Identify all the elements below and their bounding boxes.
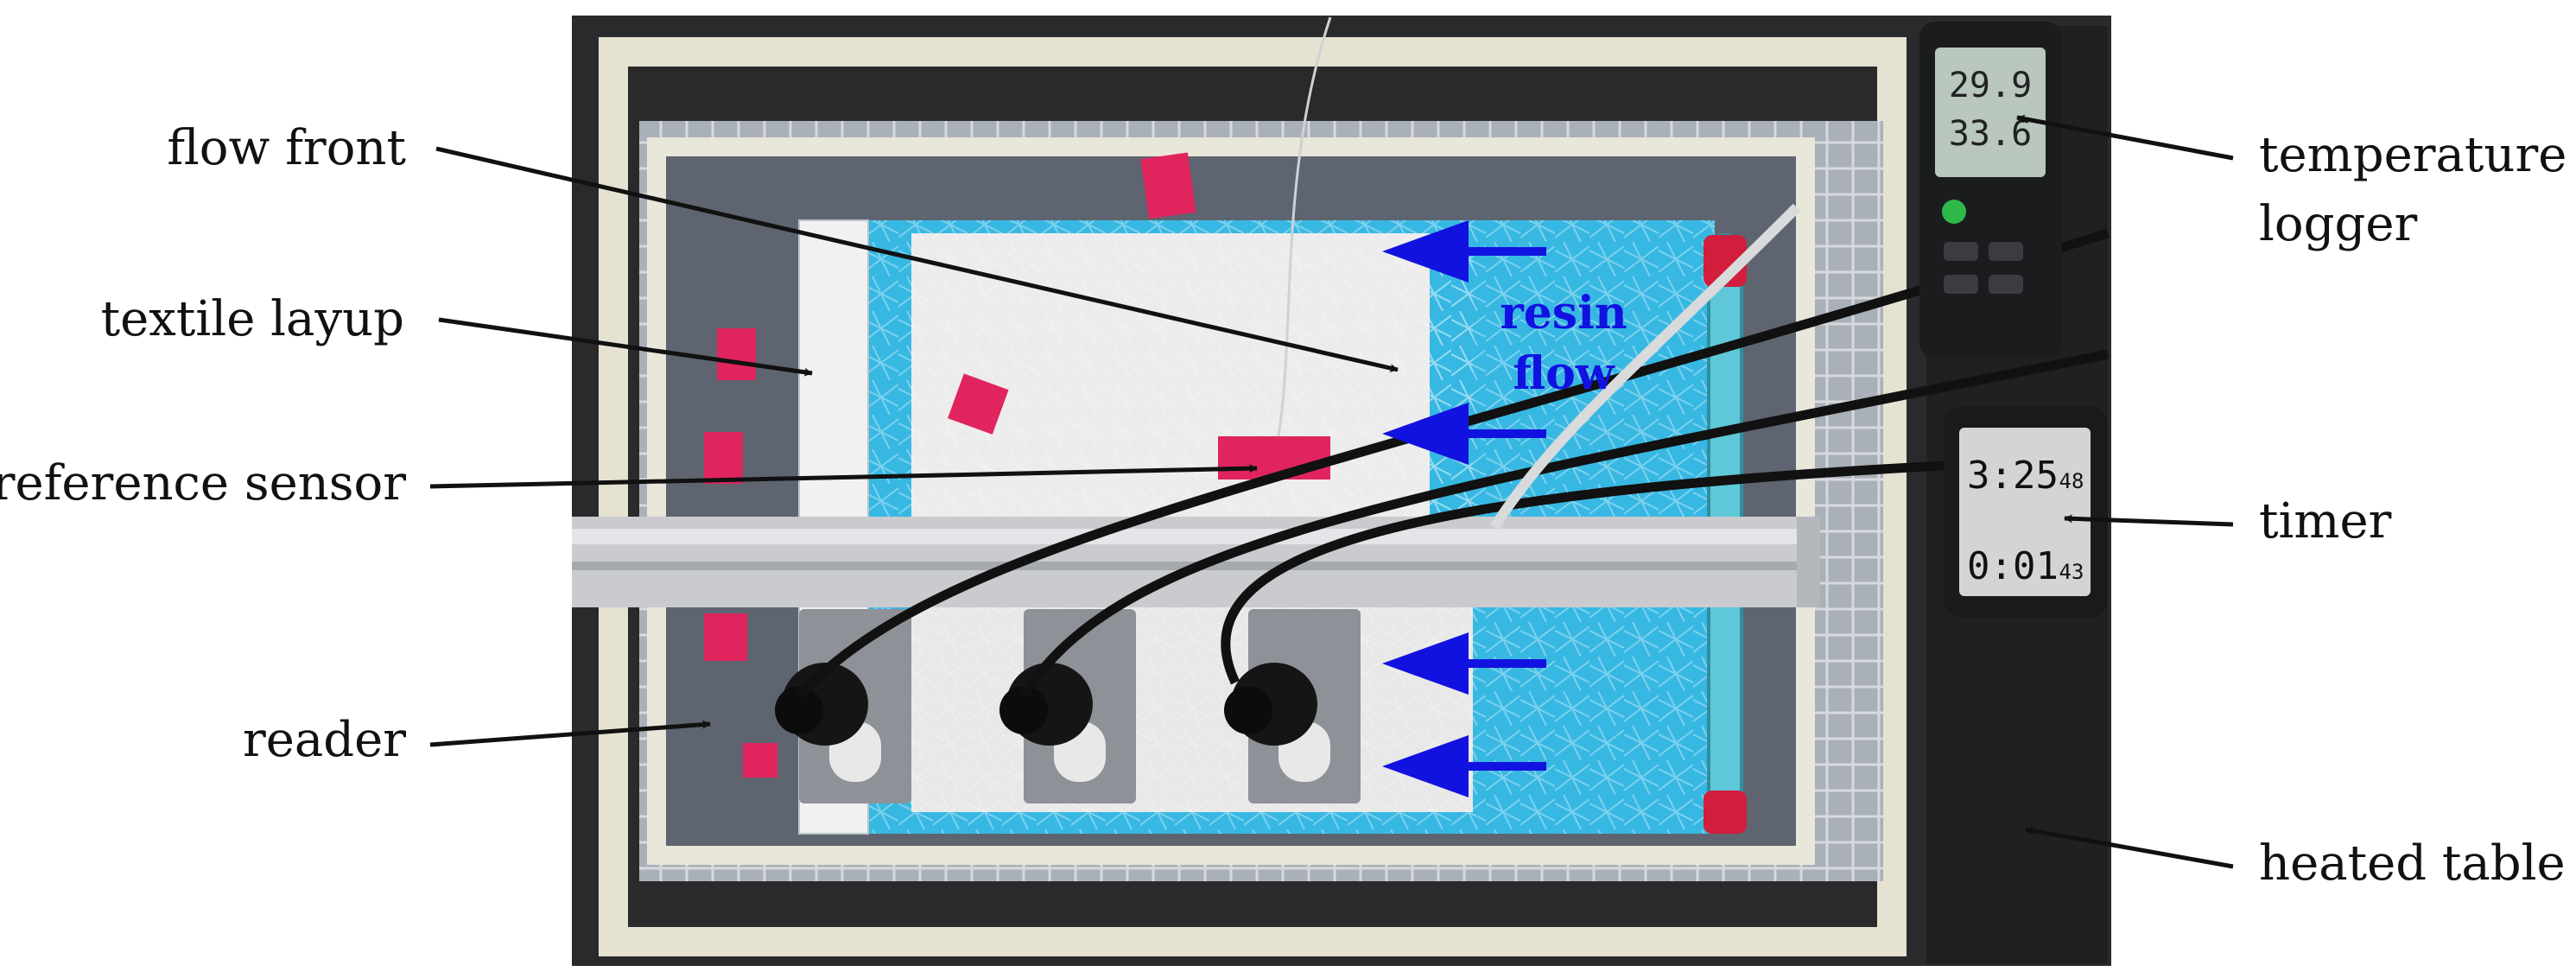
aluminium-rail-highlight xyxy=(572,529,1820,544)
cable-1 xyxy=(796,228,2110,699)
frame-tape-outer xyxy=(599,37,1907,956)
cable-3 xyxy=(1221,453,2109,685)
arrow-pointer-icon xyxy=(429,720,711,747)
arrow-pointer-icon xyxy=(2064,514,2234,527)
label-temperature-logger-line1: temperature xyxy=(2259,127,2566,183)
timer-count: 0:01 xyxy=(1967,544,2059,588)
red-tape-top xyxy=(1140,152,1196,219)
reference-sensor xyxy=(1218,436,1330,479)
arrow-left-icon xyxy=(1382,403,1546,465)
resin-flow-label-line2: flow xyxy=(1513,347,1615,400)
aluminium-rail-end xyxy=(1797,517,1820,607)
reader-3 xyxy=(1224,609,1361,803)
arrow-pointer-icon xyxy=(2025,826,2234,869)
timer-count-seconds: 43 xyxy=(2059,560,2084,584)
reader-head xyxy=(1224,686,1272,734)
callout-arrows xyxy=(429,114,2234,869)
logger-power-button xyxy=(1942,200,1966,224)
cable-tie-bundle xyxy=(1489,203,1801,530)
reader-head xyxy=(999,686,1048,734)
logger-key xyxy=(1944,242,1978,261)
reader-head xyxy=(775,686,823,734)
red-tape-left-3 xyxy=(704,613,747,661)
arrow-pointer-icon xyxy=(435,146,1399,372)
red-patch-layup xyxy=(948,373,1009,435)
label-heated-table: heated table xyxy=(2259,835,2566,892)
timer-device: 3:25 48 0:01 43 xyxy=(1944,406,2108,618)
logger-key xyxy=(1989,275,2023,294)
timer-screen xyxy=(1959,428,2091,596)
temperature-logger: 29.9 33.6 xyxy=(1919,22,2062,359)
resin-flow-label-line1: resin xyxy=(1500,287,1627,340)
arrow-left-icon xyxy=(1382,632,1546,695)
label-textile-layup: textile layup xyxy=(101,291,404,347)
cable-2 xyxy=(1019,349,2110,698)
label-flow-front: flow front xyxy=(167,120,406,176)
label-temperature-logger-line2: logger xyxy=(2259,196,2417,252)
arrow-left-icon xyxy=(1382,220,1546,283)
timer-clock-seconds: 48 xyxy=(2059,469,2084,493)
reader-1 xyxy=(775,609,911,803)
arrow-pointer-icon xyxy=(429,464,1258,489)
logger-screen xyxy=(1935,48,2046,177)
photo: 29.9 33.6 3:25 48 0:01 43 xyxy=(572,16,2111,966)
logger-reading-1: 29.9 xyxy=(1949,66,2032,105)
resin-flow-arrows xyxy=(1382,220,1546,797)
red-tape-left-2 xyxy=(704,432,743,484)
timer-clock: 3:25 xyxy=(1967,454,2059,498)
inlet-cap-bottom xyxy=(1704,791,1747,834)
red-tape-left-4 xyxy=(743,743,777,778)
red-tape-left-1 xyxy=(717,328,756,380)
frame-tape-inner xyxy=(647,137,1815,865)
label-reference-sensor: reference sensor xyxy=(0,455,406,511)
arrow-pointer-icon xyxy=(2016,114,2234,161)
arrow-pointer-icon xyxy=(438,317,813,377)
logger-key xyxy=(1989,242,2023,261)
logger-key xyxy=(1944,275,1978,294)
label-timer: timer xyxy=(2259,493,2392,549)
label-reader: reader xyxy=(243,712,406,768)
arrow-left-icon xyxy=(1382,735,1546,797)
thermocouple-wire xyxy=(1277,16,1332,437)
